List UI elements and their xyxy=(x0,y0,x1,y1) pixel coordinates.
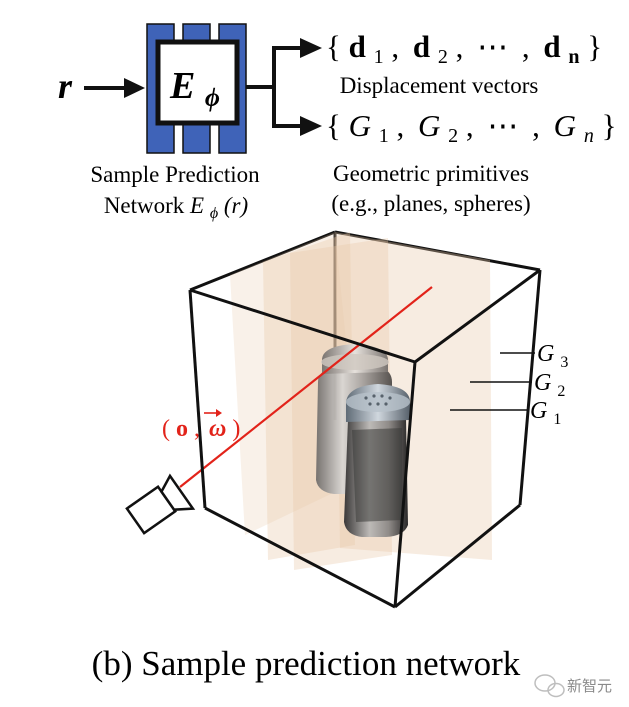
plane-G3-label: G 3 xyxy=(537,341,568,371)
plane-G3-sub: 3 xyxy=(560,354,568,371)
displacement-dn: d xyxy=(543,29,560,64)
displacement-sub2: 2 xyxy=(438,46,448,68)
displacement-ellipsis: ⋯ xyxy=(477,29,508,64)
displacement-open-brace: { xyxy=(326,29,341,64)
encoder-E: E xyxy=(169,65,195,107)
network-section: r E ϕ Sample Prediction xyxy=(58,23,322,223)
output-branch-arrows xyxy=(246,38,322,136)
displacement-d1: d xyxy=(349,29,366,64)
ray-label-vector-arrow xyxy=(204,409,222,417)
watermark: 新智元 xyxy=(534,674,612,698)
displacement-close-brace: } xyxy=(587,29,602,64)
primitives-G2: G xyxy=(418,108,440,143)
ray-label: ( o , ω ) xyxy=(162,416,240,442)
plane-labels: G 3 G 2 G 1 xyxy=(450,341,568,428)
network-caption-arg: (r) xyxy=(224,193,248,218)
encoder-box xyxy=(155,39,240,126)
primitives-label-line1: Geometric primitives xyxy=(333,161,529,186)
primitives-label-line2: (e.g., planes, spheres) xyxy=(331,191,530,216)
primitives-comma3: , xyxy=(532,108,540,143)
displacement-comma2: , xyxy=(456,29,464,64)
encoder-network-block: E ϕ xyxy=(146,23,247,154)
primitives-subn: n xyxy=(584,125,594,147)
network-caption-line1: Sample Prediction xyxy=(90,162,260,187)
scene-section: ( o , ω ) G 3 G 2 G 1 xyxy=(125,230,568,609)
displacement-set: { d 1 , d 2 , ⋯ , d n } xyxy=(326,29,602,70)
primitives-comma2: , xyxy=(466,108,474,143)
primitives-set: { G 1 , G 2 , ⋯ , G n } xyxy=(326,108,616,149)
plane-G1-name: G xyxy=(530,398,547,424)
network-caption-E: E xyxy=(189,193,204,218)
displacement-sub1: 1 xyxy=(374,46,384,68)
watermark-text: 新智元 xyxy=(567,677,612,695)
primitives-open-brace: { xyxy=(326,108,341,143)
box-front-edges xyxy=(188,268,542,609)
input-label-r: r xyxy=(58,66,73,106)
displacement-label: Displacement vectors xyxy=(340,73,539,98)
input-arrow xyxy=(84,78,145,98)
primitives-ellipsis: ⋯ xyxy=(487,108,518,143)
figure-caption: (b) Sample prediction network xyxy=(92,644,521,683)
displacement-comma3: , xyxy=(522,29,530,64)
plane-G2-label: G 2 xyxy=(534,370,565,400)
plane-G1-label: G 1 xyxy=(530,398,561,428)
network-caption-sub: ϕ xyxy=(210,205,218,222)
outputs-section: { d 1 , d 2 , ⋯ , d n } Displacement vec… xyxy=(326,29,616,216)
network-caption-prefix: Network xyxy=(104,193,190,218)
plane-G3-name: G xyxy=(537,341,554,367)
ray-label-comma: , xyxy=(194,416,200,442)
plane-G2-sub: 2 xyxy=(557,383,565,400)
encoder-label: E ϕ xyxy=(169,65,220,112)
displacement-comma1: , xyxy=(391,29,399,64)
primitives-Gn: G xyxy=(554,108,576,143)
primitives-comma1: , xyxy=(397,108,405,143)
displacement-subn: n xyxy=(568,46,579,68)
ray-label-close: ) xyxy=(232,416,240,442)
primitives-close-brace: } xyxy=(602,108,617,143)
plane-G1-sub: 1 xyxy=(553,411,561,428)
ray-label-o: o xyxy=(176,416,188,442)
camera-ray xyxy=(179,286,433,488)
plane-G2-name: G xyxy=(534,370,551,396)
network-caption-line2: Network E ϕ (r) xyxy=(104,193,248,223)
ray-label-omega: ω xyxy=(209,416,226,442)
primitives-G1: G xyxy=(349,108,371,143)
primitives-sub1: 1 xyxy=(379,125,389,147)
primitives-sub2: 2 xyxy=(448,125,458,147)
ray-label-open: ( xyxy=(162,416,170,442)
pepper-shaker-front xyxy=(344,384,410,537)
encoder-subscript: ϕ xyxy=(205,83,220,112)
wechat-logo-icon xyxy=(534,674,565,698)
displacement-d2: d xyxy=(413,29,430,64)
camera-icon xyxy=(125,473,196,535)
